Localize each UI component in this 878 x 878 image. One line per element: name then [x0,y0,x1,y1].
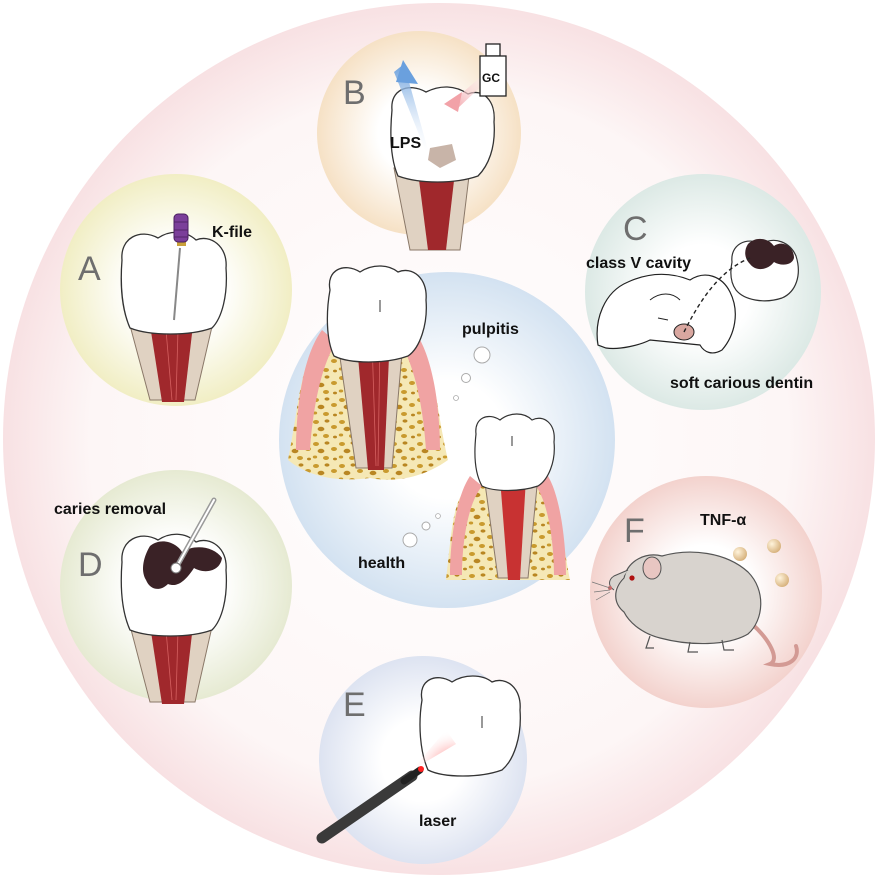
panel-e-letter: E [343,686,366,724]
k-file-icon [173,213,189,321]
tnf-alpha-particles [733,539,789,587]
gc-label: GC [482,71,500,85]
laser-label: laser [419,813,456,830]
center-small-tooth [446,413,570,580]
laser-pen-icon [316,766,424,844]
class-v-cavity-label: class V cavity [586,255,691,272]
center-bubbles [402,346,491,548]
panel-b-letter: B [343,74,366,112]
lps-arrow-icon [394,64,428,152]
panel-c-molar-outline [596,273,736,354]
panel-a-letter: A [78,250,101,288]
rat-icon [591,551,799,667]
excavator-icon [170,497,217,574]
pulpitis-label: pulpitis [462,321,519,338]
lps-arrowhead-icon [396,60,418,84]
gc-vial-icon [479,43,507,97]
center-large-tooth [288,265,448,480]
laser-beam-icon [412,730,456,770]
panel-e-tooth [419,675,521,777]
caries-removal-label: caries removal [54,501,166,518]
panel-c-small-tooth [730,238,799,302]
panel-c-letter: C [623,210,648,248]
tnf-alpha-label: TNF-α [700,512,746,529]
panel-f-letter: F [624,512,645,550]
panel-d-tooth [120,533,228,704]
panel-a-tooth [120,231,228,402]
health-label: health [358,555,405,572]
panel-d-letter: D [78,546,103,584]
soft-carious-dentin-label: soft carious dentin [670,375,813,392]
k-file-label: K-file [212,224,252,241]
lps-label: LPS [390,135,421,152]
gc-arrowhead-icon [444,92,462,112]
cavity-link-line [683,257,751,333]
